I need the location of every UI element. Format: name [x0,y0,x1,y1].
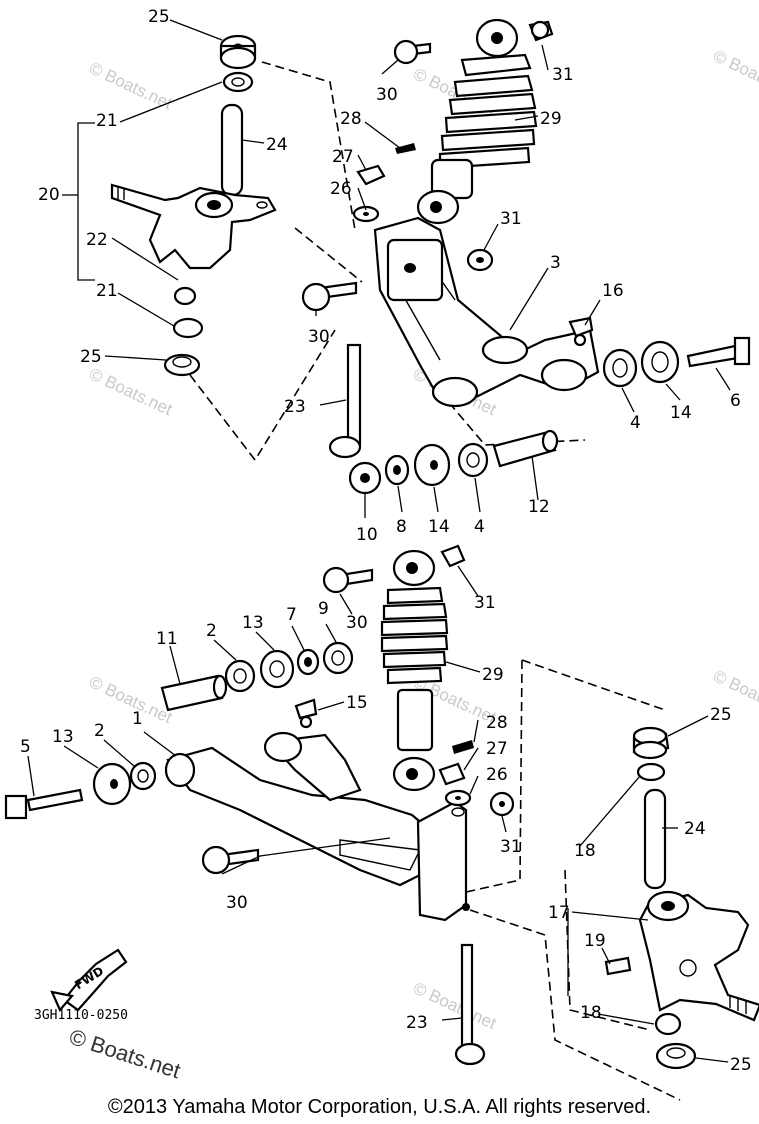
callout-label: 27 [332,147,354,167]
watermark-text: © Boats.net [86,672,175,727]
callout-label: 26 [330,179,352,199]
callout-label: 18 [574,841,596,861]
callout-label: 28 [340,109,362,129]
callout-label: 4 [474,517,485,537]
callout-label: 17 [548,903,570,923]
callout-label: 15 [346,693,368,713]
copyright-text: ©2013 Yamaha Motor Corporation, U.S.A. A… [107,1096,652,1118]
callout-label: 10 [356,525,378,545]
callout-label: 25 [148,7,170,27]
callout-label: 23 [284,397,306,417]
lower-assembly [4,544,759,1101]
callout-label: 21 [96,281,118,301]
callout-label: 24 [684,819,706,839]
watermark-text: © Boats.net [86,364,175,419]
callout-label: 14 [670,403,692,423]
callout-label: 9 [318,599,329,619]
leader-lines [27,19,731,1063]
callout-label: 18 [580,1003,602,1023]
callout-label: 2 [206,621,217,641]
callout-label: 11 [156,629,178,649]
callout-label: 3 [550,253,561,273]
callout-label: 24 [266,135,288,155]
callout-label: 7 [286,605,297,625]
callout-label: 13 [52,727,74,747]
watermark-text: © Boats.net [710,46,759,101]
callout-label: 20 [38,185,60,205]
callout-label: 28 [486,713,508,733]
callout-label: 12 [528,497,550,517]
callout-label: 31 [474,593,496,613]
callout-label: 22 [86,230,108,250]
callout-label: 29 [540,109,562,129]
upper-assembly [62,18,751,495]
callout-label: 6 [730,391,741,411]
callout-label: 30 [226,893,248,913]
callout-label: 26 [486,765,508,785]
callout-label: 30 [376,85,398,105]
callout-label: 25 [710,705,732,725]
callout-label: 27 [486,739,508,759]
callout-numbers-upper: 25 21 24 20 22 21 25 30 29 31 28 27 26 3… [38,7,741,545]
callout-label: 31 [500,837,522,857]
callout-label: 31 [500,209,522,229]
callout-label: 2 [94,721,105,741]
callout-label: 14 [428,517,450,537]
callout-label: 4 [630,413,641,433]
callout-label: 8 [396,517,407,537]
callout-label: 5 [20,737,31,757]
callout-numbers-lower: 30 31 11 2 13 7 9 29 15 5 13 2 1 28 27 2… [20,593,752,1075]
callout-label: 21 [96,111,118,131]
callout-label: 25 [730,1055,752,1075]
callout-label: 29 [482,665,504,685]
callout-label: 31 [552,65,574,85]
callout-label: 25 [80,347,102,367]
callout-label: 23 [406,1013,428,1033]
callout-label: 1 [132,709,143,729]
callout-label: 30 [308,327,330,347]
callout-label: 16 [602,281,624,301]
callout-label: 30 [346,613,368,633]
callout-label: 19 [584,931,606,951]
drawing-code: 3GH1110-0250 [34,1008,128,1023]
callout-label: 13 [242,613,264,633]
